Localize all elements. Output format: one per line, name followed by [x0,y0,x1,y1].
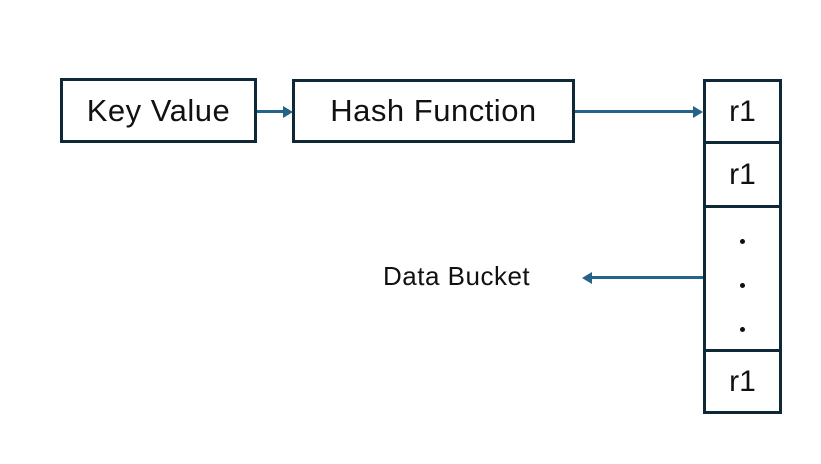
arrow-bucket-to-label [582,271,703,284]
node-key-value: Key Value [60,78,257,143]
bucket-cell-label: r1 [729,94,756,128]
arrow-key-to-hash [257,105,293,118]
node-hash-function-label: Hash Function [330,93,537,128]
arrow-hash-to-bucket [575,105,703,118]
bucket-cell: r1 [703,79,782,144]
arrowhead-left-icon [582,271,592,284]
node-hash-function: Hash Function [292,79,575,143]
node-key-value-label: Key Value [86,92,231,128]
ellipsis-dot-icon [740,238,745,244]
arrowhead-right-icon [693,105,703,118]
bucket-cell: r1 [703,141,782,208]
bucket-cell-label: r1 [729,364,756,398]
arrowhead-right-icon [283,105,293,118]
ellipsis-dot-icon [740,326,745,332]
ellipsis-dot-icon [740,282,745,288]
bucket-ellipsis-cell [703,205,782,352]
bucket-cell-label: r1 [729,157,756,191]
bucket-column: r1 r1 r1 [703,79,782,414]
bucket-cell: r1 [703,349,782,414]
data-bucket-label: Data Bucket [383,261,531,291]
